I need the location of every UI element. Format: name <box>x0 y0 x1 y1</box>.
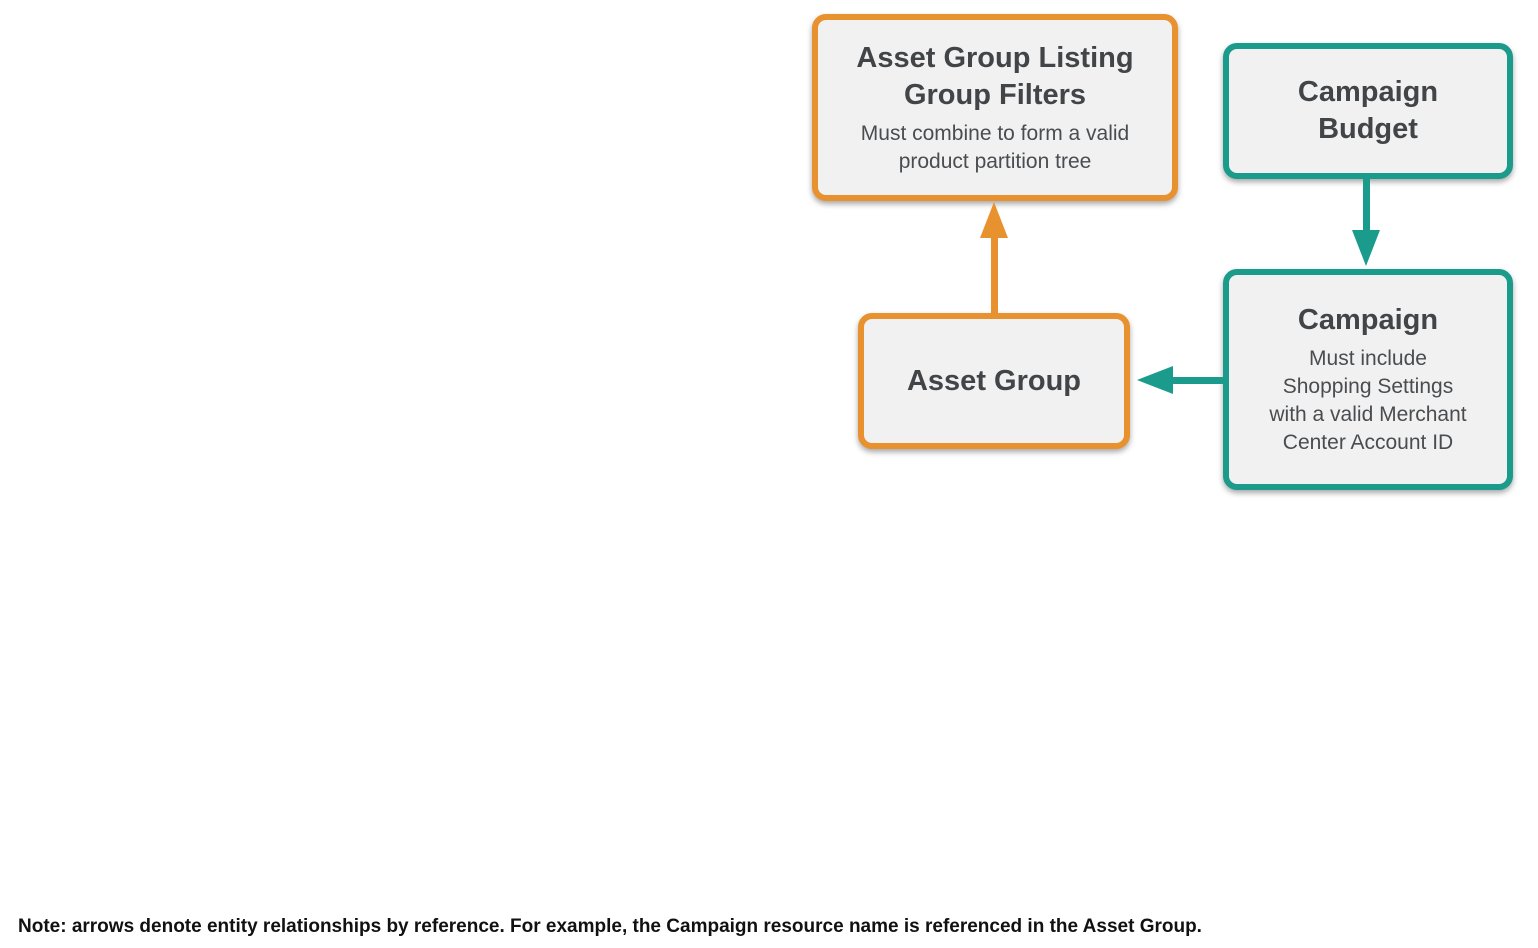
node-title: Campaign Budget <box>1297 76 1439 145</box>
footnote: Note: arrows denote entity relationships… <box>18 916 1202 937</box>
arrow-up-icon <box>980 202 1008 238</box>
node-asset-group: Asset Group <box>858 313 1130 449</box>
arrow-line-campaign-budget-to-campaign <box>1363 179 1370 231</box>
node-campaign: Campaign Must include Shopping Settings … <box>1223 269 1513 490</box>
arrow-line-asset-group-to-listing-filters <box>991 234 998 313</box>
node-title: Campaign <box>1297 304 1439 336</box>
arrow-line-campaign-to-asset-group <box>1172 377 1223 384</box>
node-campaign-budget: Campaign Budget <box>1223 43 1513 179</box>
node-subtitle: Must combine to form a valid product par… <box>860 121 1130 173</box>
node-subtitle: Must include Shopping Settings with a va… <box>1269 347 1467 454</box>
node-title: Asset Group <box>906 364 1082 397</box>
node-title: Asset Group Listing Group Filters <box>856 41 1134 111</box>
arrow-left-icon <box>1137 366 1173 394</box>
node-asset-group-listing-group-filters: Asset Group Listing Group Filters Must c… <box>812 14 1178 201</box>
arrow-down-icon <box>1352 230 1380 266</box>
